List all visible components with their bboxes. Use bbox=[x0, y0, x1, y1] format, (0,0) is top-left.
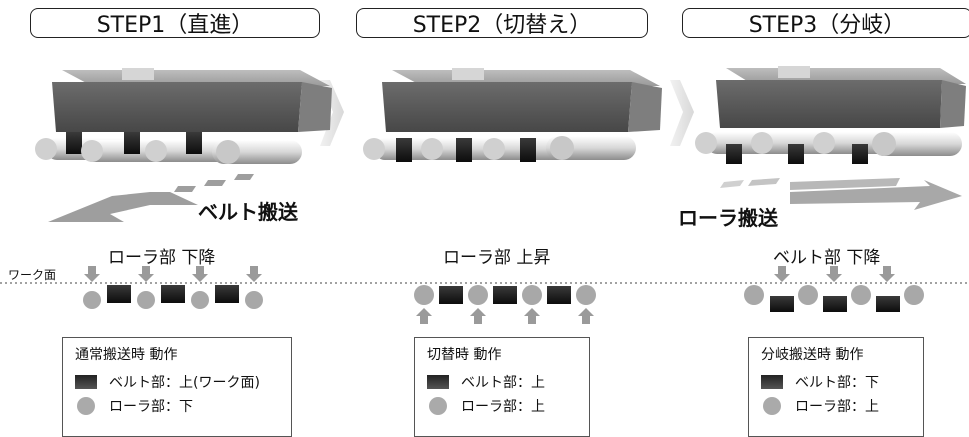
legend-roller-text: ローラ部：上 bbox=[795, 399, 879, 415]
belt-swatch-icon bbox=[427, 375, 449, 389]
step3-motion-arrow bbox=[720, 178, 962, 210]
step3-title: STEP3（分岐） bbox=[682, 8, 969, 38]
step3-title-text: STEP3（分岐） bbox=[748, 13, 906, 38]
legend-title: 切替時 動作 bbox=[427, 347, 502, 363]
roller-swatch-icon bbox=[429, 397, 447, 415]
legend-title: 分岐搬送時 動作 bbox=[761, 347, 864, 363]
legend-row-roller: ローラ部：上 bbox=[761, 394, 913, 418]
step3-legend: 分岐搬送時 動作 ベルト部：下 ローラ部：上 bbox=[748, 337, 924, 437]
work-surface-label: ワーク面 bbox=[8, 268, 57, 282]
legend-row-roller: ローラ部：上 bbox=[427, 394, 579, 418]
step2-conveyor bbox=[363, 68, 662, 162]
step3-motion-label: ローラ搬送 bbox=[678, 206, 778, 230]
step1-conveyor bbox=[35, 68, 332, 164]
step3-conveyor bbox=[695, 66, 966, 164]
step2-section-view bbox=[414, 285, 596, 324]
chevron-right-icon bbox=[320, 80, 344, 146]
legend-row-roller: ローラ部：下 bbox=[75, 394, 281, 418]
legend-belt-text: ベルト部：下 bbox=[795, 375, 879, 391]
legend-row-belt: ベルト部：上 bbox=[427, 370, 579, 394]
belt-swatch-icon bbox=[761, 375, 783, 389]
step1-legend: 通常搬送時 動作 ベルト部：上(ワーク面) ローラ部：下 bbox=[62, 337, 292, 437]
legend-belt-text: ベルト部：上 bbox=[461, 375, 545, 391]
step3-state-label: ベルト部 下降 bbox=[773, 248, 881, 268]
step1-title: STEP1（直進） bbox=[30, 8, 320, 38]
belt-swatch-icon bbox=[75, 375, 97, 389]
legend-roller-text: ローラ部：上 bbox=[461, 399, 545, 415]
step2-title-text: STEP2（切替え） bbox=[412, 13, 592, 38]
step2-title: STEP2（切替え） bbox=[356, 8, 648, 38]
roller-swatch-icon bbox=[763, 397, 781, 415]
legend-belt-text: ベルト部：上(ワーク面) bbox=[109, 375, 260, 391]
step1-section-view bbox=[83, 266, 263, 309]
step1-motion-arrow bbox=[48, 174, 254, 222]
step3-section-view bbox=[744, 266, 924, 312]
step1-title-text: STEP1（直進） bbox=[96, 13, 254, 38]
legend-roller-text: ローラ部：下 bbox=[109, 399, 193, 415]
step1-state-label: ローラ部 下降 bbox=[108, 248, 216, 268]
step1-motion-label: ベルト搬送 bbox=[198, 200, 298, 224]
legend-row-belt: ベルト部：下 bbox=[761, 370, 913, 394]
roller-swatch-icon bbox=[77, 397, 95, 415]
conveyor-illustration bbox=[0, 66, 969, 324]
step2-state-label: ローラ部 上昇 bbox=[443, 248, 551, 268]
legend-row-belt: ベルト部：上(ワーク面) bbox=[75, 370, 281, 394]
chevron-right-icon bbox=[670, 80, 694, 146]
step2-legend: 切替時 動作 ベルト部：上 ローラ部：上 bbox=[414, 337, 590, 437]
legend-title: 通常搬送時 動作 bbox=[75, 347, 178, 363]
